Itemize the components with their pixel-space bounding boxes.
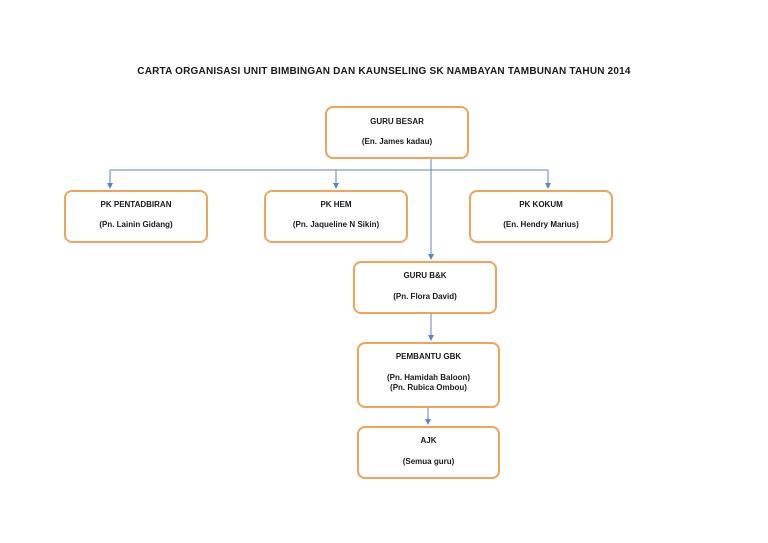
node-role: PK HEM xyxy=(320,200,352,209)
node-pk-kokum: PK KOKUM (En. Hendry Marius) xyxy=(469,190,613,243)
node-name: (En. James kadau) xyxy=(361,137,433,146)
node-guru-besar: GURU BESAR (En. James kadau) xyxy=(325,106,469,159)
node-name: (En. Hendry Marius) xyxy=(503,220,579,229)
node-role: AJK xyxy=(420,436,437,445)
node-role: PEMBANTU GBK xyxy=(395,352,462,361)
node-name: (Pn. Flora David) xyxy=(393,292,457,301)
node-guru-bk: GURU B&K (Pn. Flora David) xyxy=(353,261,497,314)
node-role: GURU BESAR xyxy=(370,117,424,126)
node-role: GURU B&K xyxy=(403,271,447,280)
chart-title: CARTA ORGANISASI UNIT BIMBINGAN DAN KAUN… xyxy=(137,66,631,77)
node-role: PK KOKUM xyxy=(519,200,563,209)
node-name: (Pn. Jaqueline N Sikin) xyxy=(292,220,380,229)
node-pk-pentadbiran: PK PENTADBIRAN (Pn. Lainin Gidang) xyxy=(64,190,208,243)
node-role: PK PENTADBIRAN xyxy=(100,200,172,209)
node-name: (Pn. Rubica Ombou) xyxy=(390,383,467,392)
node-pk-hem: PK HEM (Pn. Jaqueline N Sikin) xyxy=(264,190,408,243)
node-name: (Pn. Lainin Gidang) xyxy=(99,220,173,229)
node-name: (Semua guru) xyxy=(402,457,455,466)
node-ajk: AJK (Semua guru) xyxy=(357,426,500,479)
node-pembantu-gbk: PEMBANTU GBK (Pn. Hamidah Baloon) (Pn. R… xyxy=(357,342,500,408)
node-name: (Pn. Hamidah Baloon) xyxy=(386,373,471,382)
